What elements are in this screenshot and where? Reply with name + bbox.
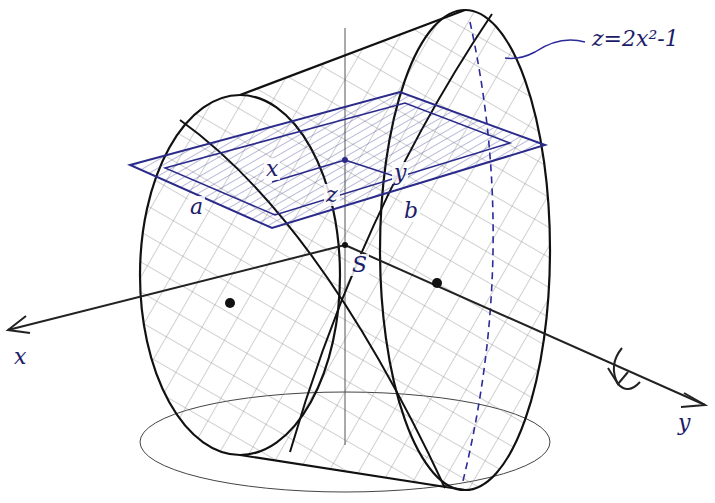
point-label: S [350,254,369,276]
dimension-label: b [402,200,420,222]
variable-label: x [264,158,280,180]
surface-equation: z=2x²-1 [590,28,681,50]
variable-label: z [324,184,340,206]
variable-label: y [392,162,408,184]
axis-label: y [676,412,692,434]
dimension-label: a [188,196,205,218]
axis-label: x [12,346,28,368]
